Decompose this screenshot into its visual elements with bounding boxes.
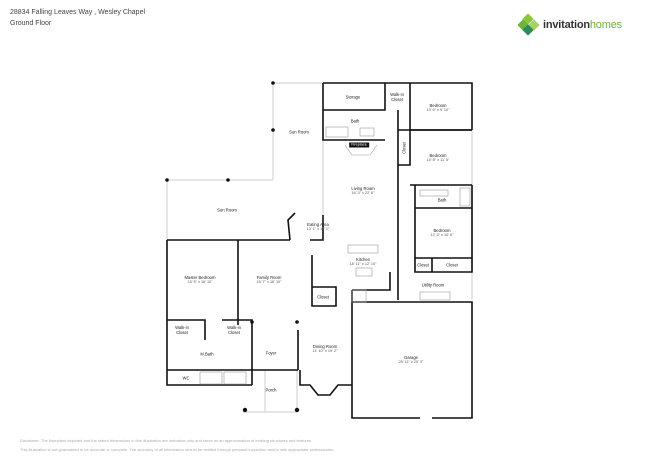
room-sun-room-left: Sun Room (217, 207, 237, 213)
room-closet-b: Closet (446, 262, 458, 268)
room-utility-room: Utility Room (421, 282, 445, 288)
room-closet-vertical: Closet (401, 142, 407, 154)
logo-text: invitationhomes (543, 19, 622, 31)
room-storage: Storage (345, 94, 361, 100)
room-walk-in-closet-right: Walk-in Closet (227, 325, 241, 335)
room-closet-a: Closet (417, 262, 429, 268)
posts (165, 81, 300, 413)
room-walk-in-closet-upper: Walk-in Closet (390, 92, 404, 102)
floor-label: Ground Floor (10, 20, 52, 27)
walls (166, 82, 473, 419)
room-foyer: Foyer (265, 350, 277, 356)
room-bath-right: Bath (437, 197, 447, 203)
room-mbath: M.Bath (200, 351, 214, 357)
room-walk-in-closet-left: Walk-in Closet (175, 325, 189, 335)
address-title: 28834 Falling Leaves Way , Wesley Chapel (10, 9, 146, 16)
room-bath-upper: Bath (350, 118, 360, 124)
room-wc: WC (182, 375, 190, 381)
fixtures (199, 126, 471, 385)
room-porch: Porch (265, 387, 277, 393)
disclaimer-line-1: Disclaimer: The floorplans depicted and … (20, 438, 313, 443)
room-closet-c: Closet (317, 294, 329, 300)
fireplace: Fireplace (349, 142, 369, 148)
window-walls (166, 82, 473, 413)
brand-logo: invitationhomes (518, 14, 622, 36)
disclaimer-line-2: This illustration is not guaranteed to b… (20, 447, 335, 452)
logo-mark-icon (518, 14, 540, 36)
room-sun-room-upper: Sun Room (289, 129, 309, 135)
